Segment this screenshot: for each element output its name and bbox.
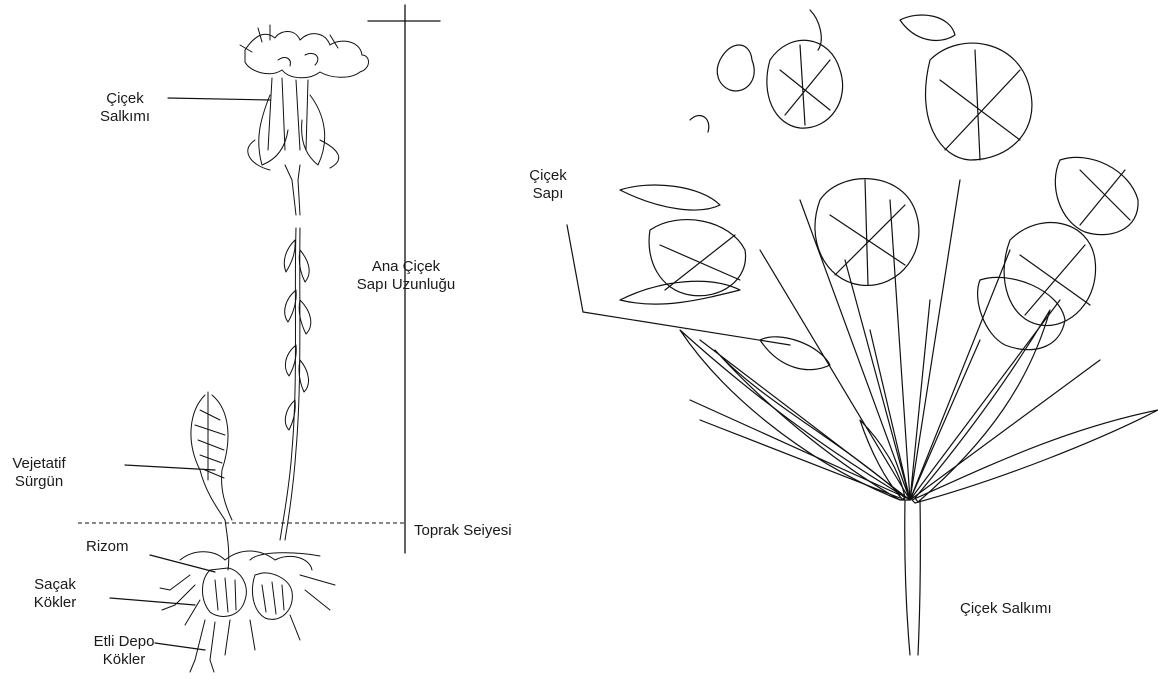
rhizome-label-text: Rizom <box>86 538 129 556</box>
fibrous-roots-label: Saçak Kökler <box>20 576 90 612</box>
fibrous-roots-leader <box>110 598 195 605</box>
right-caption: Çiçek Salkımı <box>960 600 1052 618</box>
rhizome-label: Rizom <box>86 538 129 556</box>
pedicel-label: Çiçek Sapı <box>518 167 578 203</box>
left-leader-lines <box>110 98 270 650</box>
stem-length-label-line1: Ana Çiçek <box>346 258 466 276</box>
inflorescence-label-line2: Salkımı <box>80 108 170 126</box>
main-stem-drawing <box>280 228 311 540</box>
soil-level-label-text: Toprak Seiyesi <box>414 522 512 540</box>
pedicel-label-line2: Sapı <box>518 185 578 203</box>
right-inflorescence-drawing <box>620 10 1158 655</box>
fibrous-roots-label-line1: Saçak <box>20 576 90 594</box>
pedicel-label-line1: Çiçek <box>518 167 578 185</box>
vegetative-shoot-label-line2: Sürgün <box>0 473 78 491</box>
inflorescence-leader <box>168 98 270 100</box>
vegetative-shoot-label: Vejetatif Sürgün <box>0 455 78 491</box>
inflorescence-label: Çiçek Salkımı <box>80 90 170 126</box>
storage-roots-label: Etli Depo Kökler <box>78 633 170 669</box>
soil-level-label: Toprak Seiyesi <box>414 522 512 540</box>
right-caption-text: Çiçek Salkımı <box>960 600 1052 618</box>
vegetative-shoot-drawing <box>191 392 232 570</box>
roots-drawing <box>160 551 335 672</box>
pedicel-leader <box>567 225 790 345</box>
storage-roots-label-line1: Etli Depo <box>78 633 170 651</box>
stem-length-label-line2: Sapı Uzunluğu <box>346 276 466 294</box>
vegetative-shoot-leader <box>125 465 215 470</box>
stem-length-label: Ana Çiçek Sapı Uzunluğu <box>346 258 466 294</box>
inflorescence-label-line1: Çiçek <box>80 90 170 108</box>
storage-roots-label-line2: Kökler <box>78 651 170 669</box>
fibrous-roots-label-line2: Kökler <box>20 594 90 612</box>
vegetative-shoot-label-line1: Vejetatif <box>0 455 78 473</box>
inflorescence-drawing <box>240 25 369 215</box>
